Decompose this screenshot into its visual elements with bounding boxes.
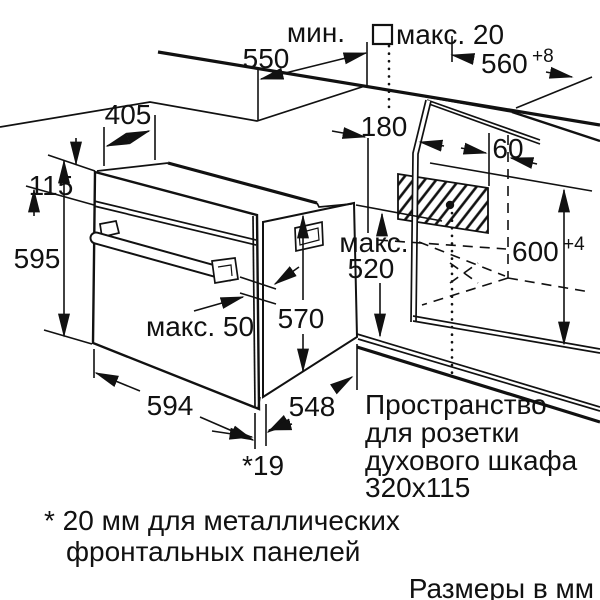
control-panel-line2 (93, 205, 257, 246)
oven-top-recess-edge (96, 162, 169, 172)
label-maks: макс. (339, 227, 408, 258)
cabinet-base-line2 (357, 338, 600, 412)
niche-floor-bottom (412, 320, 600, 354)
socket-note-line1: Пространство (365, 389, 547, 420)
socket-area-hatch (397, 172, 489, 235)
label-594: 594 (147, 390, 194, 421)
worktop-right-edge (511, 110, 600, 143)
label-star19: *19 (242, 450, 284, 481)
dim-560-left (450, 53, 476, 65)
cabinet-base-edge (356, 345, 600, 424)
square-symbol (371, 23, 394, 46)
worktop (0, 50, 600, 145)
label-405: 405 (105, 99, 152, 130)
socket-note-line3: духового шкафа (365, 445, 578, 476)
dimension-lines (25, 23, 593, 449)
units-note: Размеры в мм (409, 573, 594, 600)
label-180: 180 (361, 111, 408, 142)
oven-handle (89, 220, 239, 284)
label-min: мин. (287, 17, 345, 48)
dim-548-right (330, 376, 354, 395)
oven-top-rear-step (316, 202, 355, 208)
label-595: 595 (14, 243, 61, 274)
footnote-line1: * 20 мм для металлических (44, 505, 400, 536)
label-560-tolerance: +8 (532, 46, 554, 67)
dim-594-left (94, 372, 141, 392)
dim-60-right (509, 157, 538, 169)
label-600-tolerance: +4 (563, 234, 585, 255)
niche-left-panel-edge-back (415, 100, 432, 323)
niche-top-edge-outer (426, 99, 541, 141)
label-600: 600 (512, 236, 559, 267)
label-max20: макс. 20 (396, 19, 504, 50)
socket-dot (445, 200, 455, 210)
vent-slot-inner (298, 227, 320, 246)
oven-door-right-edge (252, 215, 256, 409)
cabinet-niche (356, 44, 600, 424)
niche-left-panel-edge-front (410, 99, 427, 323)
handle-bracket-left (99, 220, 121, 239)
worktop-front-edge (0, 85, 513, 128)
dimension-labels: мин. 550 макс. 20 560 +8 405 115 595 180… (14, 17, 585, 481)
label-520: 520 (348, 253, 395, 284)
dim-50-arrow1 (273, 266, 300, 285)
oven (89, 161, 359, 411)
label-560: 560 (481, 48, 528, 79)
dim-50-arrow2 (193, 296, 245, 312)
dim-180-left (331, 127, 367, 139)
label-550: 550 (243, 43, 290, 74)
dim-550-line (259, 52, 368, 80)
control-panel-line1 (93, 200, 257, 241)
handle-end-cap (211, 257, 239, 284)
cabinet-base-line1 (356, 333, 600, 408)
dim-60-left (460, 142, 488, 155)
socket-note-line4: 320x115 (365, 472, 470, 503)
socket-note: Пространство для розетки духового шкафа … (365, 389, 578, 503)
label-570: 570 (278, 303, 325, 334)
socket-note-line2: для розетки (365, 417, 519, 448)
dim-19-left (211, 427, 254, 440)
niche-dashed-outline (377, 135, 591, 306)
label-60: 60 (492, 133, 523, 164)
oven-bottom-step (257, 396, 261, 410)
oven-body-side (262, 201, 359, 399)
label-max50: макс. 50 (146, 311, 254, 342)
dim-19-right (267, 418, 293, 431)
oven-top-ridge (167, 161, 318, 205)
footnote: * 20 мм для металлических фронтальных па… (44, 505, 400, 567)
niche-floor-top (412, 315, 600, 350)
label-548: 548 (289, 391, 336, 422)
dim-560-right (545, 66, 574, 79)
footnote-line2: фронтальных панелей (66, 536, 360, 567)
niche-top-edge-inner (428, 103, 541, 145)
dim-180-right (418, 139, 445, 152)
label-115: 115 (29, 170, 74, 201)
dim-405-line (105, 130, 151, 147)
